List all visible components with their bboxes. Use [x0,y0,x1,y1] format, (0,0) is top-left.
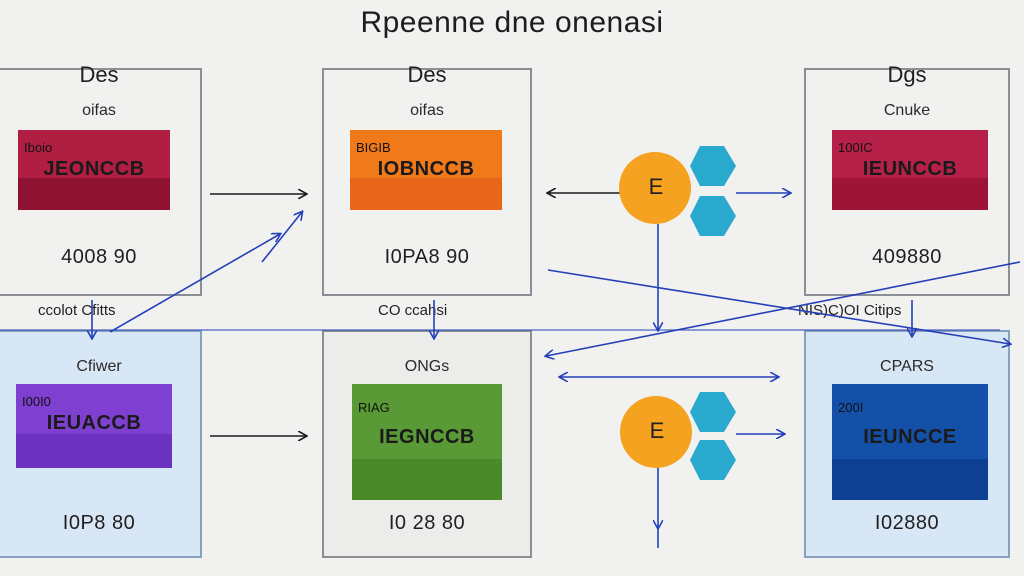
card-bottom-middle: RIAG IEGNCCB [352,384,502,500]
panel-heading: Des [79,62,119,87]
panel-heading: Dgs [887,62,927,87]
panel-number: I0PA8 90 [384,246,470,268]
panel-number: I02880 [874,512,940,534]
card-band [352,459,502,500]
panel-number: I0P8 80 [62,512,136,534]
arrow-cross-up [546,261,1021,356]
diagram-title: Rpeenne dne onenasi [360,6,664,39]
panel-heading: CPARS [880,358,934,375]
panel-bottom-right: CPARS 200I IEUNCCE I02880 [804,330,1010,558]
panel-bottom-middle: ONGs RIAG IEGNCCB I0 28 80 [322,330,532,558]
card-name: IEUNCCE [863,426,957,448]
node-label-bottom: E [649,418,665,443]
panel-top-right: Dgs Cnuke 100IC IEUNCCB 409880 [804,62,1010,296]
card-code: BIGIB [356,140,391,155]
panel-heading: Cfiwer [76,358,122,375]
connector-label-middle: CO ccahsi [378,302,448,319]
card-code: I00I0 [22,394,51,409]
panel-top-left: Des oifas Iboio JEONCCB 4008 90 [0,62,202,296]
panel-bottom-left: Cfiwer I00I0 IEUACCB I0P8 80 [0,330,202,558]
card-band [350,178,502,210]
card-name: IEUACCB [46,412,142,434]
card-band [832,459,988,500]
card-code: 200I [838,400,864,415]
card-bottom-left: I00I0 IEUACCB [16,384,172,468]
connector-label-left: ccolot Cfitts [38,302,116,319]
panel-number: 4008 90 [61,246,137,268]
card-name: JEONCCB [43,158,145,180]
node-cluster-bottom [620,392,736,480]
orange-node-top [619,152,691,224]
panel-number: I0 28 80 [388,512,466,534]
card-name: IEUNCCB [862,158,958,180]
arrow-left-up-small [261,212,302,263]
node-cluster-top [619,146,736,236]
panel-subheading: Cnuke [883,102,931,119]
panel-top-middle: Des oifas BIGIB IOBNCCB I0PA8 90 [322,62,532,296]
card-top-right: 100IC IEUNCCB [832,130,988,210]
teal-hexagon-upper [690,146,736,186]
card-top-middle: BIGIB IOBNCCB [350,130,502,210]
panel-heading: Des [407,62,447,87]
card-band [832,178,988,210]
card-band [18,178,170,210]
card-name: IOBNCCB [377,158,475,180]
card-code: RIAG [358,400,390,415]
card-name: IEGNCCB [379,426,475,448]
panel-heading: ONGs [404,358,450,375]
arrow-cross-down [547,269,1010,344]
card-top-left: Iboio JEONCCB [18,130,170,210]
teal-hexagon-lower [690,196,736,236]
panel-subheading: oifas [82,102,116,119]
card-code: 100IC [838,140,873,155]
panel-subheading: oifas [410,102,444,119]
node-label-top: E [648,174,664,199]
orange-node-bottom [620,396,692,468]
card-code: Iboio [24,140,53,155]
arrow-bottom-left-up [109,234,280,333]
card-bottom-right: 200I IEUNCCE [832,384,988,500]
teal-hexagon-lower [690,440,736,480]
card-band [16,434,172,468]
teal-hexagon-upper [690,392,736,432]
panel-number: 409880 [872,246,942,268]
